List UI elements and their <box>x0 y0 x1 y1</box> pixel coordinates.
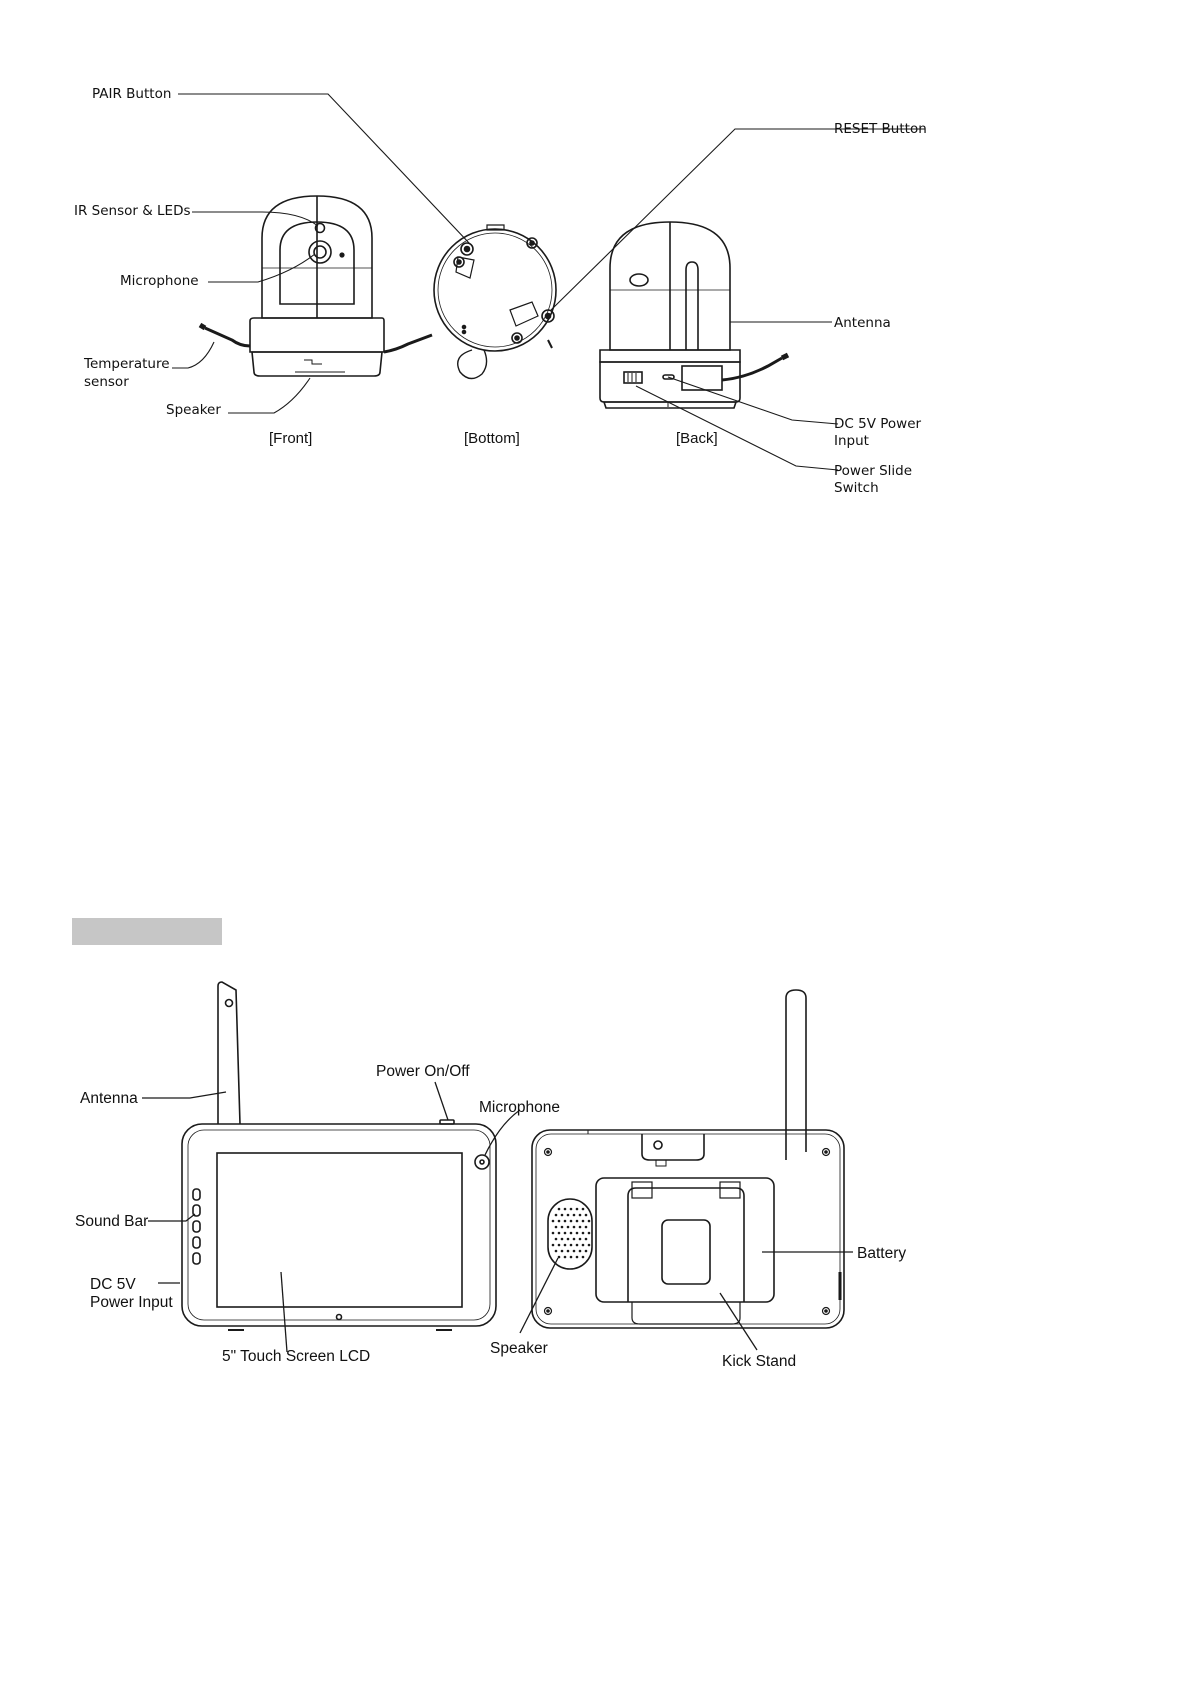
label-power-onoff: Power On/Off <box>376 1063 470 1081</box>
label-power-switch-line2: Switch <box>834 479 879 497</box>
camera-bottom <box>434 225 556 379</box>
monitor-back <box>532 990 844 1328</box>
label-dc-power-line2: Input <box>834 432 869 450</box>
label-microphone-monitor: Microphone <box>479 1099 560 1117</box>
label-dc-power-monitor-line2: Power Input <box>90 1294 173 1312</box>
label-sound-bar: Sound Bar <box>75 1213 148 1231</box>
label-speaker-camera: Speaker <box>166 401 221 419</box>
label-battery: Battery <box>857 1245 906 1263</box>
monitor-callout-lines <box>142 1082 853 1352</box>
label-pair-button: PAIR Button <box>92 85 171 103</box>
label-reset-button: RESET Button <box>834 120 927 138</box>
label-microphone-camera: Microphone <box>120 272 199 290</box>
label-antenna-camera: Antenna <box>834 314 891 332</box>
label-temperature-line1: Temperature <box>84 355 170 373</box>
label-dc-power-monitor-line1: DC 5V <box>90 1276 136 1294</box>
label-speaker-monitor: Speaker <box>490 1340 548 1358</box>
monitor-front <box>182 982 496 1330</box>
label-dc-power-line1: DC 5V Power <box>834 415 921 433</box>
label-ir-sensor: IR Sensor & LEDs <box>74 202 191 220</box>
label-touch-screen: 5" Touch Screen LCD <box>222 1348 370 1366</box>
section-header-bar <box>72 918 222 945</box>
label-view-bottom: [Bottom] <box>464 430 520 448</box>
label-temperature-line2: sensor <box>84 373 129 391</box>
label-antenna-monitor: Antenna <box>80 1090 138 1108</box>
label-view-front: [Front] <box>269 430 312 448</box>
label-view-back: [Back] <box>676 430 718 448</box>
camera-front <box>200 196 432 376</box>
camera-back <box>600 222 788 408</box>
label-kick-stand: Kick Stand <box>722 1353 796 1371</box>
label-power-switch-line1: Power Slide <box>834 462 912 480</box>
camera-callout-lines <box>172 94 925 470</box>
